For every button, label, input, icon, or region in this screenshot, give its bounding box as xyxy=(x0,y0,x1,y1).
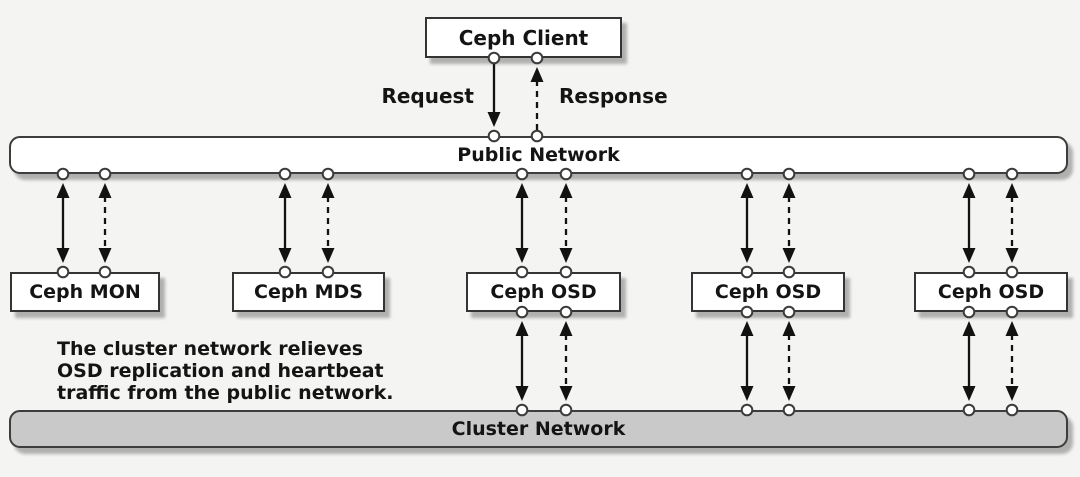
request-label: Request xyxy=(381,84,474,108)
arrowhead-down xyxy=(1005,248,1019,263)
arrowhead-down xyxy=(782,386,796,401)
node-label: Ceph Client xyxy=(458,25,589,50)
arrowhead-down xyxy=(321,248,335,263)
cluster-network-bar: Cluster Network xyxy=(9,410,1068,448)
node-label: Ceph MON xyxy=(29,281,141,303)
public-link-dashed-mon xyxy=(98,167,112,279)
cluster-link-solid-osd-2 xyxy=(740,305,754,417)
arrowhead-down xyxy=(515,248,529,263)
node-label: Ceph OSD xyxy=(714,281,822,303)
arrowhead-down xyxy=(56,248,70,263)
arrowhead-up xyxy=(782,321,796,336)
arrowhead-down xyxy=(98,248,112,263)
public-link-solid-osd-3 xyxy=(962,167,976,279)
response-arrow xyxy=(530,51,544,143)
node-ceph-osd-1: Ceph OSD xyxy=(466,272,621,312)
arrowhead-up xyxy=(559,321,573,336)
arrowhead-up xyxy=(515,183,529,198)
arrowhead-up xyxy=(1005,321,1019,336)
public-link-solid-mon xyxy=(56,167,70,279)
node-label: Ceph MDS xyxy=(254,281,363,303)
public-link-solid-mds xyxy=(278,167,292,279)
response-label: Response xyxy=(559,84,668,108)
cluster-link-solid-osd-3 xyxy=(962,305,976,417)
arrowhead-up xyxy=(278,183,292,198)
node-ceph-osd-3: Ceph OSD xyxy=(914,272,1068,312)
arrowhead-down xyxy=(740,386,754,401)
note-line: The cluster network relieves xyxy=(57,338,364,360)
cluster-network-note: The cluster network relieves OSD replica… xyxy=(57,338,394,404)
arrowhead-down xyxy=(278,248,292,263)
arrowhead-up xyxy=(321,183,335,198)
arrowhead-down xyxy=(487,112,501,127)
arrowhead-down xyxy=(559,248,573,263)
arrowhead-up xyxy=(1005,183,1019,198)
cluster-link-solid-osd-1 xyxy=(515,305,529,417)
node-ceph-mds: Ceph MDS xyxy=(232,272,385,312)
node-label: Ceph OSD xyxy=(937,281,1045,303)
public-link-dashed-osd-1 xyxy=(559,167,573,279)
public-network-bar: Public Network xyxy=(9,136,1068,174)
arrowhead-down xyxy=(740,248,754,263)
arrowhead-down xyxy=(962,248,976,263)
arrowhead-up xyxy=(559,183,573,198)
request-arrow xyxy=(487,51,501,143)
arrowhead-down xyxy=(782,248,796,263)
arrowhead-up xyxy=(98,183,112,198)
node-ceph-osd-2: Ceph OSD xyxy=(691,272,845,312)
note-line: traffic from the public network. xyxy=(57,382,394,404)
arrowhead-up xyxy=(962,183,976,198)
arrowhead-down xyxy=(515,386,529,401)
public-link-solid-osd-1 xyxy=(515,167,529,279)
arrowhead-up xyxy=(530,67,544,82)
cluster-link-dashed-osd-2 xyxy=(782,305,796,417)
arrowhead-up xyxy=(782,183,796,198)
public-link-dashed-osd-3 xyxy=(1005,167,1019,279)
arrowhead-up xyxy=(740,183,754,198)
node-label: Ceph OSD xyxy=(490,281,597,303)
cluster-link-dashed-osd-1 xyxy=(559,305,573,417)
node-ceph-client: Ceph Client xyxy=(425,17,622,58)
public-link-dashed-osd-2 xyxy=(782,167,796,279)
arrowhead-down xyxy=(559,386,573,401)
arrowhead-up xyxy=(56,183,70,198)
arrowhead-up xyxy=(740,321,754,336)
note-line: OSD replication and heartbeat xyxy=(57,360,384,382)
arrowhead-down xyxy=(962,386,976,401)
node-ceph-mon: Ceph MON xyxy=(10,272,160,312)
cluster-network-label: Cluster Network xyxy=(451,418,626,440)
arrowhead-down xyxy=(1005,386,1019,401)
public-link-dashed-mds xyxy=(321,167,335,279)
public-network-label: Public Network xyxy=(457,144,620,166)
arrowhead-up xyxy=(962,321,976,336)
cluster-link-dashed-osd-3 xyxy=(1005,305,1019,417)
public-link-solid-osd-2 xyxy=(740,167,754,279)
arrowhead-up xyxy=(515,321,529,336)
